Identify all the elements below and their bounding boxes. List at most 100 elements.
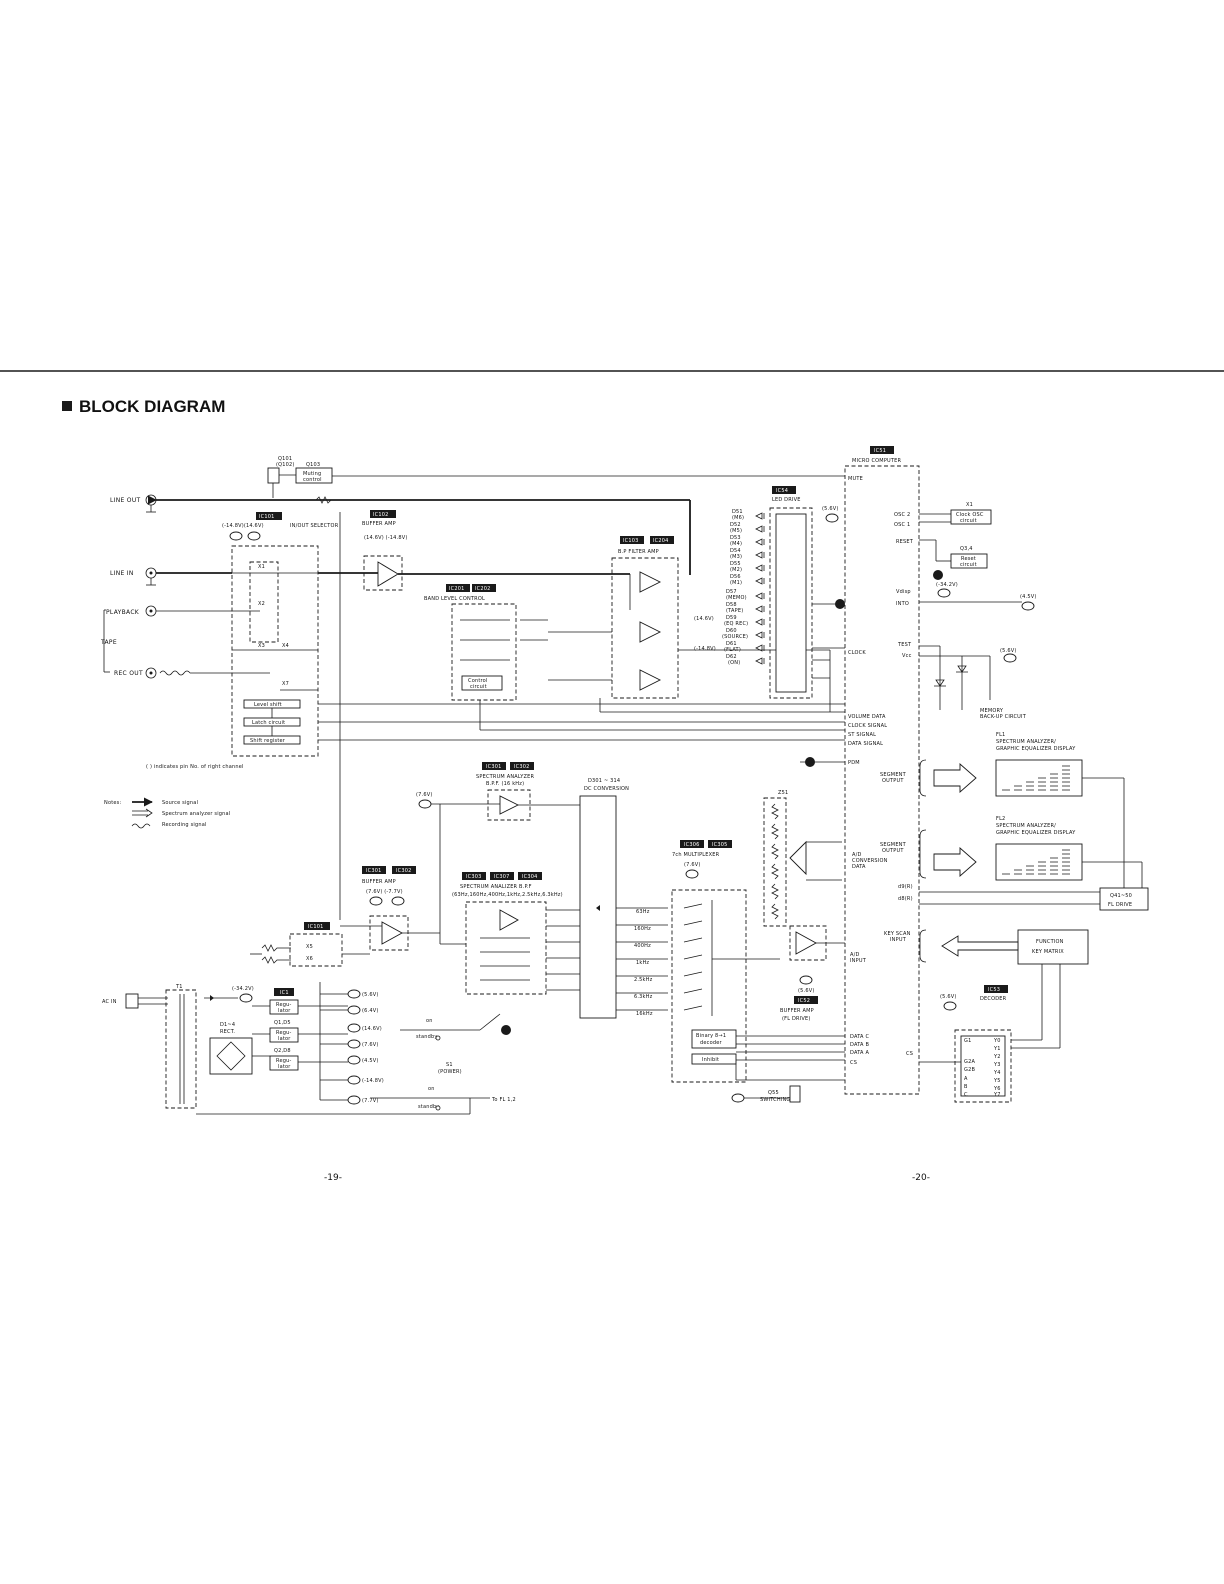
ic1-tag: IC1 bbox=[280, 990, 289, 996]
spectrum-bpf: IC303 IC307 IC304 SPECTRUM ANALIZER B.P.… bbox=[440, 872, 580, 995]
memory-v56: (5.6V) bbox=[1000, 648, 1016, 654]
pin-output-2: OUTPUT bbox=[882, 848, 904, 854]
rec-out-label: REC OUT bbox=[114, 670, 143, 677]
led-d56: D56 bbox=[730, 574, 741, 580]
dec-y0: Y0 bbox=[993, 1038, 1001, 1044]
pin-key-scan: KEY SCAN bbox=[884, 931, 911, 937]
pin-st-signal: ST SIGNAL bbox=[848, 732, 876, 738]
led-d57: D57 bbox=[726, 589, 737, 595]
ic307-tag: IC307 bbox=[494, 874, 510, 880]
led-tape: (TAPE) bbox=[726, 608, 743, 614]
pin-cs-right: CS bbox=[906, 1051, 913, 1057]
q102-label: (Q102) bbox=[276, 462, 295, 468]
freq-16khz: 16kHz bbox=[636, 1011, 653, 1017]
switch-x3: X3 bbox=[258, 643, 265, 649]
clock-osc-label-2: circuit bbox=[960, 518, 977, 524]
q1d5-label: Q1,D5 bbox=[274, 1020, 291, 1026]
ic202-tag: IC202 bbox=[475, 586, 491, 592]
led-d54: D54 bbox=[730, 548, 741, 554]
switch-x1: X1 bbox=[258, 564, 265, 570]
led-d61: D61 bbox=[726, 641, 737, 647]
pin-ad-2: A/D bbox=[850, 952, 860, 958]
ic301-tag-a: IC301 bbox=[486, 764, 502, 770]
pin-output-1: OUTPUT bbox=[882, 778, 904, 784]
ic51-name: MICRO COMPUTER bbox=[852, 458, 902, 464]
q55-label: Q55 bbox=[768, 1090, 779, 1096]
ic101-name: IN/OUT SELECTOR bbox=[290, 523, 339, 529]
decoder-name: DECODER bbox=[980, 996, 1007, 1002]
jack-line-in: LINE IN bbox=[110, 567, 157, 586]
pin-into: INTO bbox=[896, 601, 909, 607]
switch-x7: X7 bbox=[282, 681, 289, 687]
d14-label-2: RECT. bbox=[220, 1029, 235, 1035]
pwr-146v: (14.6V) bbox=[362, 1026, 382, 1032]
switch-on-1: on bbox=[426, 1018, 433, 1024]
ac-in-label: AC IN bbox=[102, 999, 117, 1005]
pin-data-signal: DATA SIGNAL bbox=[848, 741, 883, 747]
regu-1: Regu- bbox=[276, 1002, 291, 1008]
ic306-tag: IC306 bbox=[684, 842, 700, 848]
fl2-name: FL2 bbox=[996, 816, 1005, 822]
led-d53: D53 bbox=[730, 535, 741, 541]
muting-block: Q101 (Q102) Q103 Muting control bbox=[267, 456, 845, 498]
mux-name: 7ch MULTIPLEXER bbox=[672, 852, 720, 858]
buf3-l2: (FL DRIVE) bbox=[782, 1016, 811, 1022]
ic101-tag-b: IC101 bbox=[308, 924, 324, 930]
mux-v: (7.6V) bbox=[684, 862, 700, 868]
memory-label-2: BACK-UP CIRCUIT bbox=[980, 714, 1027, 720]
pin-reset: RESET bbox=[896, 539, 914, 545]
pwr-56v: (5.6V) bbox=[362, 992, 378, 998]
ic54-tag: IC54 bbox=[776, 488, 788, 494]
mc-left-pins: MUTE CLOCK VOLUME DATA CLOCK SIGNAL ST S… bbox=[848, 476, 887, 1066]
pin-d8: d8(R) bbox=[898, 896, 913, 902]
decoder-v: (5.6V) bbox=[940, 994, 956, 1000]
reset-circuit: Q3,4 Reset circuit (-34.2V) bbox=[919, 539, 988, 598]
led-d62: D62 bbox=[726, 654, 737, 660]
muting-label-2: control bbox=[303, 477, 322, 483]
memory-backup: (4.5V) (5.6V) MEMORY BACK-UP CIRCUIT bbox=[919, 594, 1036, 720]
line-out-label: LINE OUT bbox=[110, 497, 141, 504]
led-d55: D55 bbox=[730, 561, 741, 567]
switch-x4: X4 bbox=[282, 643, 289, 649]
buf2-supply: (7.6V) (-7.7V) bbox=[366, 889, 403, 895]
led-d60: D60 bbox=[726, 628, 737, 634]
ic102-name: BUFFER AMP bbox=[362, 521, 396, 527]
led-supply: (5.6V) bbox=[822, 506, 838, 512]
pwr-m148v: (-14.8V) bbox=[362, 1078, 384, 1084]
legend-source: Source signal bbox=[162, 800, 198, 806]
led-m5: (M5) bbox=[730, 528, 742, 534]
z51-label: Z51 bbox=[778, 790, 788, 796]
led-on: (ON) bbox=[728, 660, 740, 666]
ic201-tag: IC201 bbox=[449, 586, 465, 592]
bpf-name: B.P FILTER AMP bbox=[618, 549, 659, 555]
pin-segment-2: SEGMENT bbox=[880, 842, 907, 848]
dec-g2b: G2B bbox=[964, 1067, 975, 1073]
pin-test: TEST bbox=[897, 642, 912, 648]
freq-lines: 63Hz 160Hz 400Hz 1kHz 2.5kHz 6.3kHz 16kH… bbox=[596, 905, 668, 1017]
ic303-tag: IC303 bbox=[466, 874, 482, 880]
bpf-v1: (14.6V) bbox=[694, 616, 714, 622]
fl2-line1: SPECTRUM ANALYZER/ bbox=[996, 823, 1056, 829]
dconv-l2: DC CONVERSION bbox=[584, 786, 629, 792]
dec-y4: Y4 bbox=[993, 1070, 1001, 1076]
switch-on-2: on bbox=[428, 1086, 435, 1092]
dec-g2a: G2A bbox=[964, 1059, 975, 1065]
shift-register-label: Shift register bbox=[250, 738, 286, 744]
led-memo: (MEMO) bbox=[726, 595, 747, 601]
spec-bpf-l2: (63Hz,160Hz,400Hz,1kHz,2.5kHz,6.3kHz) bbox=[452, 892, 563, 898]
spec-bpf-l1: SPECTRUM ANALIZER B.P.F bbox=[460, 884, 532, 890]
regu-1b: lator bbox=[278, 1008, 291, 1014]
pin-clock-signal: CLOCK SIGNAL bbox=[848, 723, 887, 729]
pwr-45v: (4.5V) bbox=[362, 1058, 378, 1064]
q101-label: Q101 bbox=[278, 456, 292, 462]
reset-v: (-34.2V) bbox=[936, 582, 958, 588]
fl1-line1: SPECTRUM ANALYZER/ bbox=[996, 739, 1056, 745]
jack-line-out: LINE OUT bbox=[110, 494, 157, 513]
micro-computer: IC51 MICRO COMPUTER MUTE CLOCK VOLUME DA… bbox=[844, 446, 920, 1095]
pin-mute: MUTE bbox=[848, 476, 863, 482]
dec-b: B bbox=[964, 1084, 968, 1090]
led-d59: D59 bbox=[726, 615, 737, 621]
freq-400hz: 400Hz bbox=[634, 943, 651, 949]
q34-label: Q3,4 bbox=[960, 546, 973, 552]
pin-segment-1: SEGMENT bbox=[880, 772, 907, 778]
